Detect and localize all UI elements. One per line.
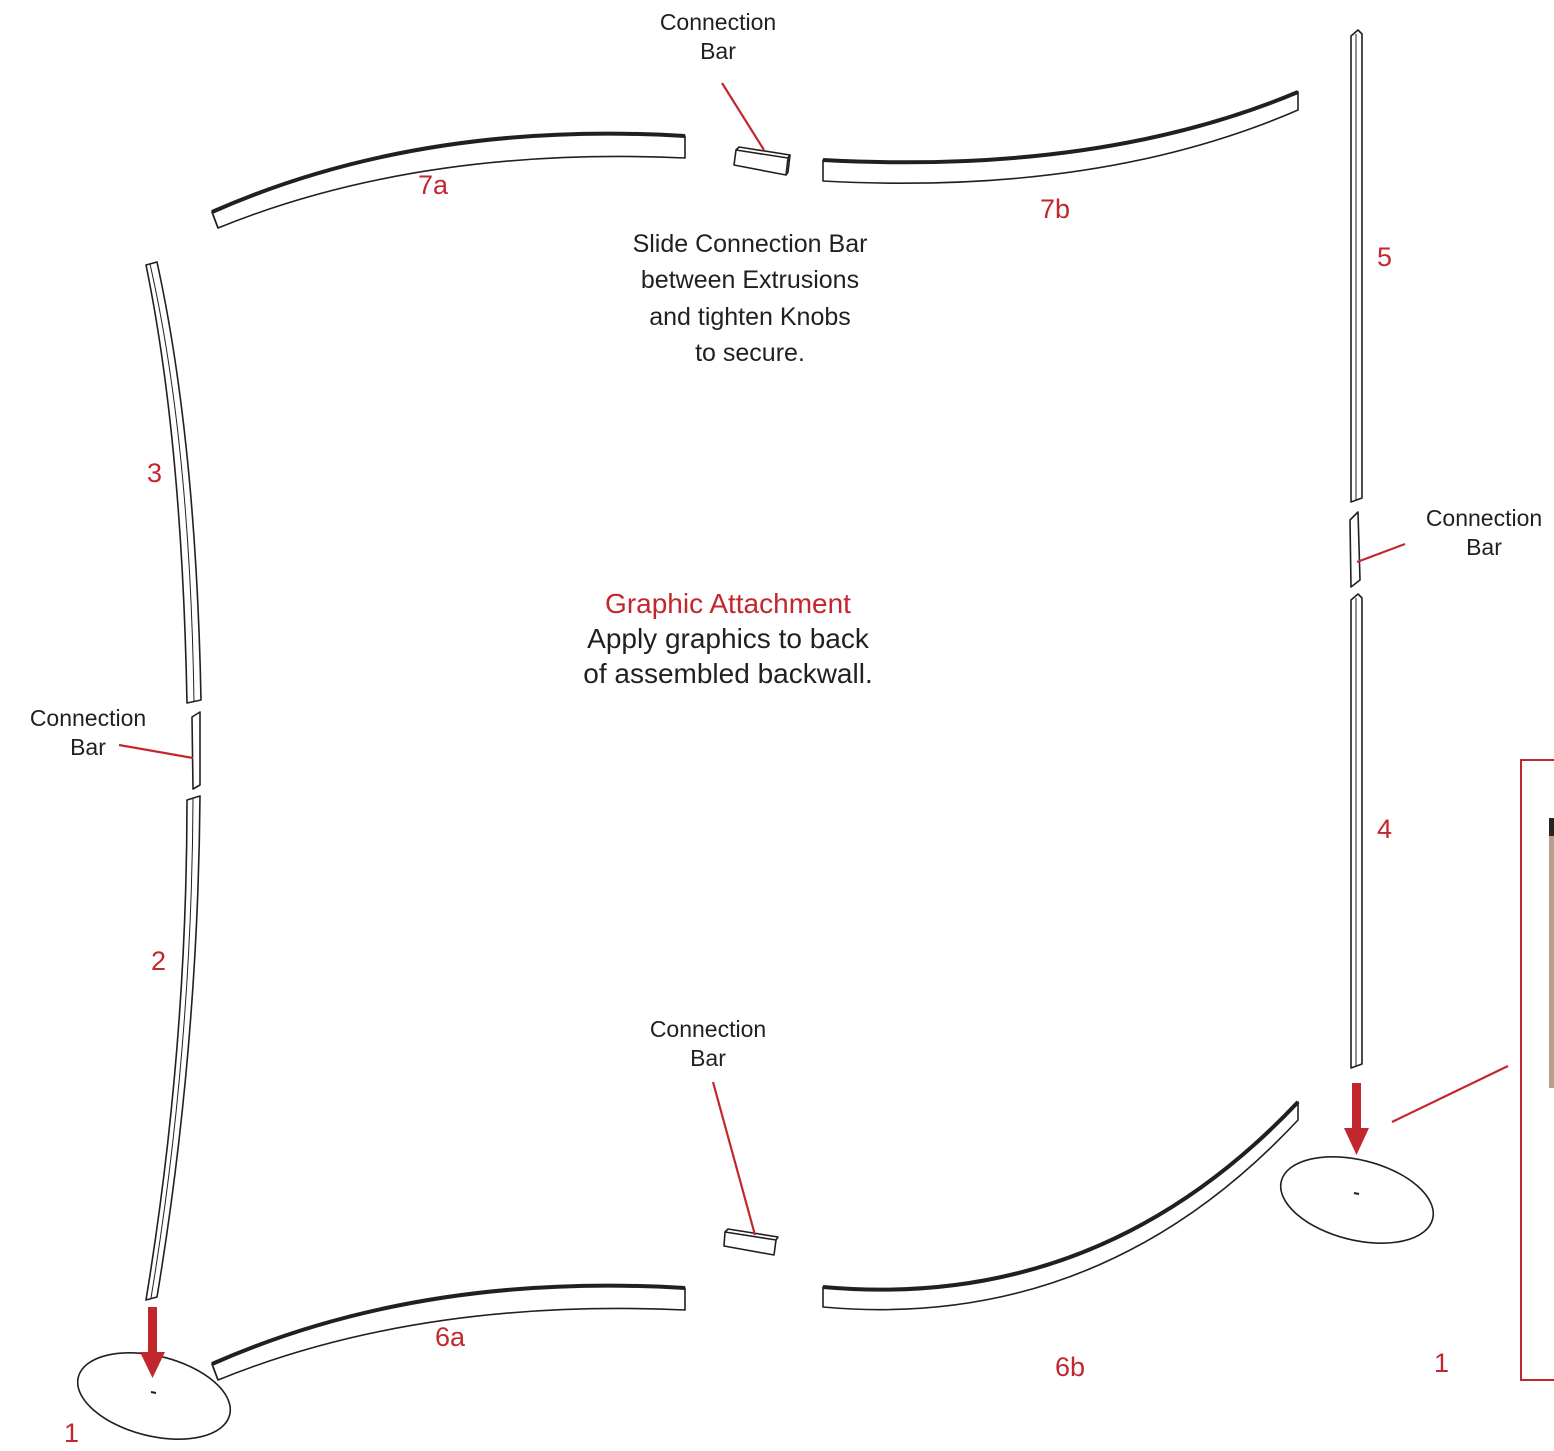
- extrusion-7b: [822, 90, 1299, 184]
- base-plate-icon: [1279, 1156, 1435, 1244]
- label-line: Connection: [29, 705, 147, 731]
- part-label-5: 5: [1377, 242, 1393, 272]
- label-line: Connection: [1425, 505, 1543, 531]
- extrusion-2: [145, 795, 201, 1301]
- instruction-line: and tighten Knobs: [649, 302, 851, 331]
- label-line: Bar: [1466, 534, 1502, 561]
- slide-instruction: Slide Connection Bar between Extrusions …: [580, 226, 920, 371]
- part-label-4: 4: [1377, 814, 1393, 844]
- part-label-1-left: 1: [64, 1418, 80, 1448]
- part-label-6a: 6a: [435, 1322, 466, 1352]
- part-label-2: 2: [151, 946, 167, 976]
- extrusion-6a: [211, 1283, 686, 1381]
- connection-bar-left: [191, 711, 201, 790]
- leader-lines: [118, 82, 1509, 1236]
- label-line: Bar: [690, 1045, 726, 1072]
- instruction-line: Slide Connection Bar: [632, 230, 868, 258]
- base-plate-icon: [76, 1352, 232, 1440]
- detail-frame: [1520, 759, 1554, 1381]
- part-label-7b: 7b: [1040, 194, 1071, 224]
- instruction-line: to secure.: [695, 338, 805, 367]
- down-arrow-icon: [140, 1307, 165, 1378]
- instruction-line: between Extrusions: [640, 266, 860, 295]
- extrusion-3: [145, 261, 202, 704]
- part-label-7a: 7a: [418, 170, 449, 200]
- extrusion-4: [1350, 593, 1363, 1069]
- extrusion-5: [1350, 29, 1363, 503]
- graphic-attachment-note: Graphic Attachment Apply graphics to bac…: [540, 586, 916, 691]
- connection-bar-label-left: Connection Bar: [10, 704, 166, 763]
- down-arrow-icon: [1344, 1083, 1369, 1155]
- label-line: Connection: [649, 1016, 767, 1042]
- connection-bar-bottom: [723, 1228, 779, 1256]
- graphic-attachment-line: Apply graphics to back: [587, 623, 869, 654]
- graphic-attachment-line: of assembled backwall.: [583, 658, 873, 689]
- connection-bar-label-bottom: Connection Bar: [630, 1015, 786, 1074]
- label-line: Bar: [70, 734, 106, 761]
- connection-bar-label-top: Connection Bar: [640, 8, 796, 67]
- label-line: Connection: [659, 9, 777, 35]
- connection-bar-right: [1349, 511, 1361, 588]
- part-label-3: 3: [147, 458, 163, 488]
- extrusion-6b: [822, 1100, 1300, 1311]
- label-line: Bar: [700, 38, 736, 65]
- connection-bar-label-right: Connection Bar: [1406, 504, 1554, 563]
- graphic-attachment-title: Graphic Attachment: [605, 588, 851, 619]
- extrusion-7a: [211, 131, 686, 229]
- part-label-6b: 6b: [1055, 1352, 1086, 1382]
- part-label-1-right: 1: [1434, 1348, 1450, 1378]
- connection-bar-top: [733, 146, 791, 176]
